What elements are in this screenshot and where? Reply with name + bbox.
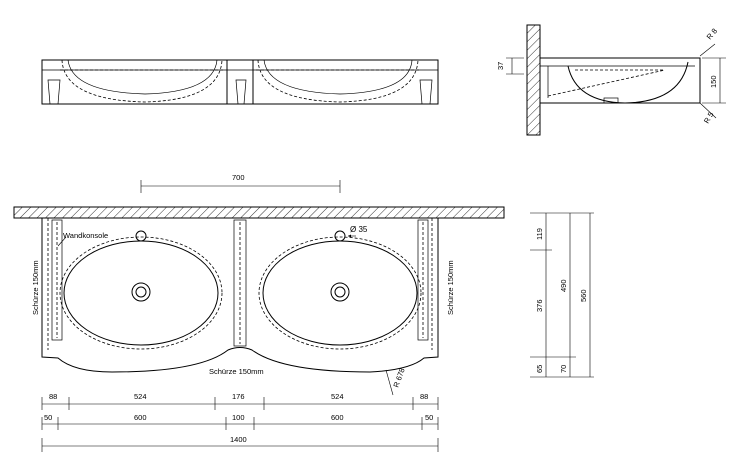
side-r8-label: R 8: [705, 27, 719, 42]
row1-0: 88: [49, 392, 57, 401]
wall-bracket-label: Wandkonsole: [63, 231, 108, 240]
row2-0: 50: [44, 413, 52, 422]
row2-4: 50: [425, 413, 433, 422]
right-inner-1: 70: [559, 365, 568, 373]
row1-4: 88: [420, 392, 428, 401]
total-width-label: 1400: [230, 435, 247, 444]
apron-left-label: Schürze 150mm: [31, 260, 40, 315]
front-radius-label: R 678: [391, 367, 406, 389]
side-r5-label: R 5: [702, 110, 716, 125]
right-dimensions: 119 376 65 490 70 560: [530, 212, 594, 378]
right-col-2: 65: [535, 365, 544, 373]
right-total: 560: [579, 289, 588, 302]
row2-3: 600: [331, 413, 344, 422]
top-dimension: 700: [140, 173, 341, 193]
row1-2: 176: [232, 392, 245, 401]
top-span-label: 700: [232, 173, 245, 182]
apron-right-label: Schürze 150mm: [446, 260, 455, 315]
side-height-label: 150: [709, 75, 718, 88]
bottom-dimensions: 88 524 176 524 88 50 600 100 600 50 1400: [41, 392, 439, 452]
hole-diameter-label: Ø 35: [350, 225, 368, 234]
row2-1: 600: [134, 413, 147, 422]
row1-3: 524: [331, 392, 344, 401]
side-section: R 8 R 5 37 150: [496, 24, 726, 136]
right-col-1: 376: [535, 299, 544, 312]
right-inner-0: 490: [559, 279, 568, 292]
row1-1: 524: [134, 392, 147, 401]
right-col-0: 119: [535, 228, 544, 240]
row2-2: 100: [232, 413, 245, 422]
side-depth-label: 37: [496, 62, 505, 70]
plan-view: Ø 35 Wandkonsole Schürze 150mm Schürze 1…: [13, 206, 505, 396]
apron-bottom-label: Schürze 150mm: [209, 367, 264, 376]
front-elevation: [41, 59, 439, 105]
